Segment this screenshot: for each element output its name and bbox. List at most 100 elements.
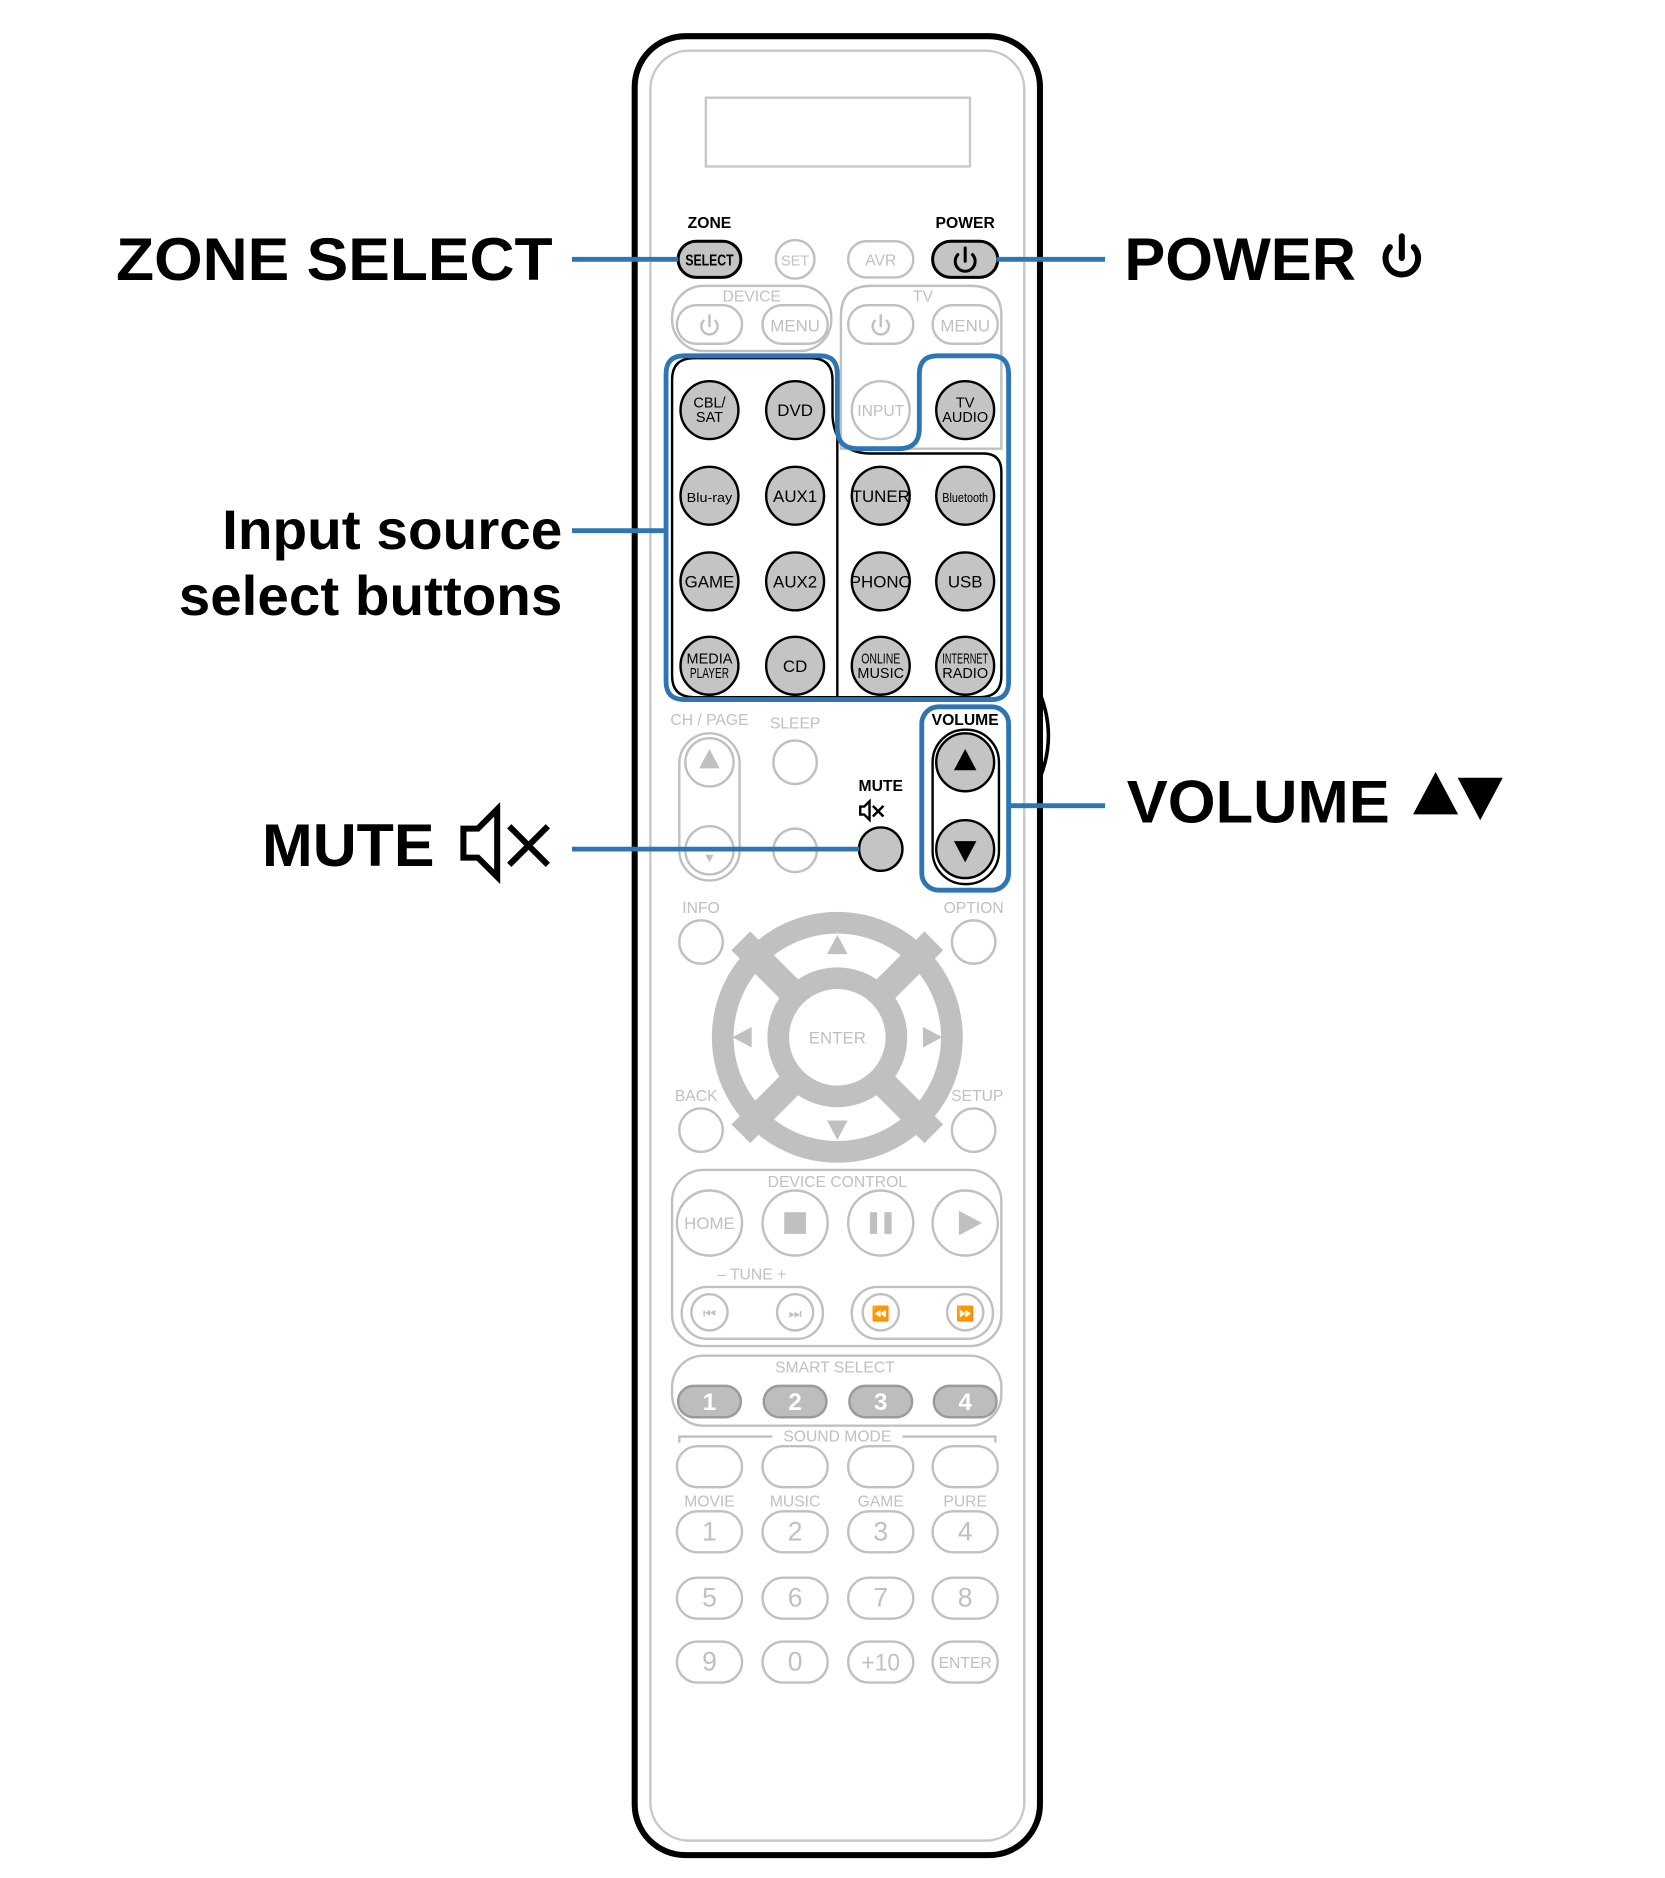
input-button-cbl-sat[interactable]: CBL/SAT [679, 379, 740, 441]
avr-label: AVR [865, 252, 896, 269]
smart-select-button-3[interactable]: 3 [848, 1384, 914, 1419]
tv-power-button[interactable] [846, 303, 915, 345]
back-label: BACK [675, 1088, 718, 1105]
device-menu-button[interactable]: MENU [761, 303, 829, 345]
number-key-9[interactable]: 9 [675, 1640, 744, 1684]
sound-mode-button-movie[interactable] [675, 1444, 744, 1489]
skip-forward-icon: ⏭ [789, 1306, 802, 1322]
input-button-aux2[interactable]: AUX2 [764, 551, 826, 612]
power-button[interactable] [931, 239, 1000, 279]
smart-select-number: 2 [788, 1389, 801, 1416]
option-button[interactable] [950, 919, 997, 965]
sound-mode-button-music[interactable] [761, 1444, 829, 1489]
rewind-button[interactable]: ⏪ [861, 1293, 901, 1332]
input-button-blu-ray[interactable]: Blu-ray [679, 465, 740, 526]
tv-menu-button[interactable]: MENU [931, 303, 999, 345]
mute-button[interactable] [857, 826, 904, 873]
number-key-enter[interactable]: ENTER [931, 1640, 999, 1684]
input-button-usb[interactable]: USB [935, 551, 996, 612]
setup-button[interactable] [950, 1107, 997, 1154]
smart-select-button-4[interactable]: 4 [932, 1384, 998, 1419]
input-button-aux1[interactable]: AUX1 [764, 465, 826, 526]
number-key-7[interactable]: 7 [846, 1576, 915, 1620]
input-source-highlight [663, 353, 1012, 702]
ch-page-label: CH / PAGE [670, 712, 748, 729]
power-icon [953, 246, 977, 273]
play-button[interactable] [931, 1189, 999, 1257]
input-button-bluetooth[interactable]: Bluetooth [935, 465, 996, 526]
input-button-label: DVD [777, 401, 813, 420]
sleep-label: SLEEP [770, 716, 821, 733]
number-key-3[interactable]: 3 [846, 1510, 915, 1554]
pause-button[interactable] [846, 1189, 915, 1257]
volume-up-callout-icon [1413, 771, 1459, 815]
smart-select-label: SMART SELECT [775, 1360, 895, 1377]
input-source-callout-line2: select buttons [179, 565, 563, 627]
tv-menu-label: MENU [940, 317, 990, 336]
input-button-label: Bluetooth [942, 490, 988, 505]
home-label: HOME [684, 1214, 735, 1233]
input-button-label: Blu-ray [687, 490, 733, 505]
sound-mode-name: MUSIC [770, 1494, 821, 1511]
skip-back-icon: ⏮ [703, 1306, 716, 1322]
number-key-plus10[interactable]: +10 [846, 1640, 915, 1684]
power-label: POWER [936, 215, 995, 232]
input-button-tuner[interactable]: TUNER [850, 465, 911, 526]
device-power-button[interactable] [675, 303, 744, 345]
skip-back-button[interactable]: ⏮ [690, 1293, 729, 1332]
number-key-2[interactable]: 2 [761, 1510, 829, 1554]
zone-select-button[interactable]: SELECT [676, 239, 743, 279]
setup-label: SETUP [951, 1088, 1003, 1105]
device-control-label: DEVICE CONTROL [768, 1174, 908, 1191]
sleep-button[interactable] [772, 739, 819, 786]
input-button-label: INTERNET [942, 651, 988, 667]
number-key-1[interactable]: 1 [675, 1510, 744, 1554]
avr-button[interactable]: AVR [846, 240, 915, 279]
arrow-up-icon [827, 934, 848, 955]
ch-up-button[interactable] [684, 736, 735, 788]
volume-up-button[interactable] [935, 732, 996, 793]
fast-forward-button[interactable]: ⏩ [945, 1293, 985, 1332]
back-button[interactable] [678, 1107, 724, 1154]
smart-select-button-1[interactable]: 1 [676, 1384, 743, 1419]
mute-icon [460, 802, 550, 885]
input-button-label: TUNER [852, 487, 910, 506]
home-button[interactable]: HOME [675, 1189, 744, 1257]
volume-down-button[interactable] [935, 818, 996, 880]
tv-input-button[interactable]: INPUT [850, 379, 911, 441]
input-button-label: USB [948, 572, 983, 591]
volume-callout: VOLUME [1127, 768, 1390, 836]
number-key-4[interactable]: 4 [931, 1510, 999, 1554]
sound-mode-button-pure[interactable] [931, 1444, 999, 1489]
info-button[interactable] [678, 919, 724, 965]
input-button-label: ONLINE [861, 651, 900, 667]
input-source-callout-line1: Input source [222, 499, 562, 561]
number-key-0[interactable]: 0 [761, 1640, 829, 1684]
power-callout-icon [1382, 233, 1422, 278]
input-button-dvd[interactable]: DVD [764, 379, 826, 441]
enter-button[interactable]: ENTER [789, 989, 886, 1086]
smart-select-button-2[interactable]: 2 [762, 1384, 828, 1419]
number-key-label: 4 [958, 1516, 973, 1546]
set-button[interactable]: SET [774, 238, 816, 280]
input-button-label: GAME [685, 572, 735, 591]
number-key-8[interactable]: 8 [931, 1576, 999, 1620]
input-button-cd[interactable]: CD [764, 635, 826, 696]
device-label: DEVICE [723, 289, 781, 306]
input-button-phono[interactable]: PHONO [850, 551, 912, 612]
number-key-5[interactable]: 5 [675, 1576, 744, 1620]
arrow-right-icon [922, 1027, 943, 1048]
input-button-game[interactable]: GAME [679, 551, 740, 612]
direction-pad[interactable]: ENTER [711, 911, 963, 1163]
stop-button[interactable] [761, 1189, 829, 1257]
input-button-label: MUSIC [857, 666, 904, 682]
sound-mode-button-game[interactable] [846, 1444, 915, 1489]
number-key-6[interactable]: 6 [761, 1576, 829, 1620]
skip-forward-button[interactable]: ⏭ [775, 1293, 815, 1332]
